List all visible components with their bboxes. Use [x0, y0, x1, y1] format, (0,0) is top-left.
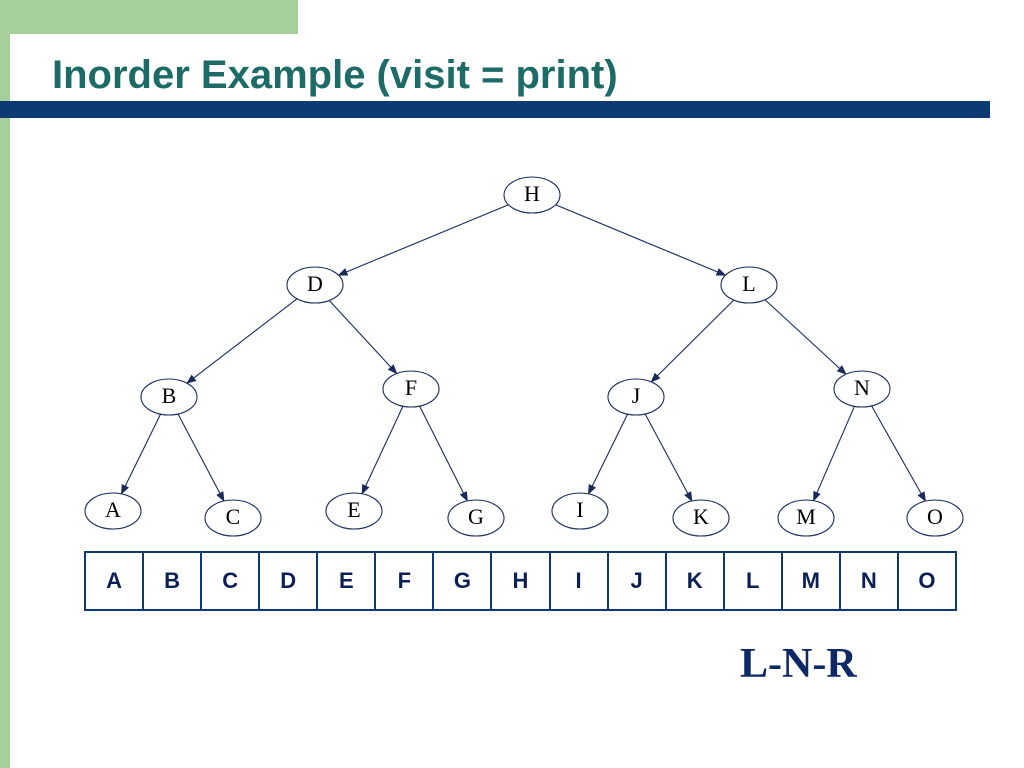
title-rule	[0, 101, 990, 118]
sequence-cell: H	[492, 553, 551, 609]
edge-H-D	[337, 204, 509, 276]
side-accent-bar	[0, 0, 10, 768]
tree-node-D: D	[286, 266, 344, 304]
sequence-cell: M	[783, 553, 841, 609]
node-label: A	[105, 497, 121, 522]
sequence-cell: O	[918, 568, 936, 593]
node-label: E	[347, 497, 360, 522]
top-accent-tab	[0, 0, 298, 34]
node-ellipse	[777, 499, 835, 537]
node-ellipse	[672, 499, 730, 537]
sequence-cell: K	[667, 553, 725, 609]
sequence-cell: B	[144, 553, 203, 609]
node-ellipse	[551, 492, 609, 530]
node-ellipse	[833, 370, 891, 408]
node-label: G	[468, 504, 484, 529]
slide-title: Inorder Example (visit = print)	[52, 53, 618, 97]
node-label: M	[796, 504, 816, 529]
node-ellipse	[140, 378, 198, 416]
node-ellipse	[607, 378, 665, 416]
node-ellipse	[503, 176, 561, 214]
tree-node-F: F	[382, 370, 440, 408]
tree-node-C: C	[204, 499, 262, 537]
edge-B-A	[120, 413, 162, 495]
tree-node-E: E	[325, 492, 383, 530]
sequence-cell: J	[609, 553, 667, 609]
edge-J-K	[644, 413, 693, 502]
edge-L-N	[764, 299, 847, 375]
edge-N-M	[813, 406, 855, 502]
node-ellipse	[204, 499, 262, 537]
tree-node-A: A	[84, 492, 142, 530]
tree-node-L: L	[720, 266, 778, 304]
tree-node-N: N	[833, 370, 891, 408]
node-label: H	[524, 181, 540, 206]
tree-node-H: H	[503, 176, 561, 214]
tree-node-G: G	[447, 499, 505, 537]
node-label: J	[632, 383, 641, 408]
node-label: N	[854, 375, 870, 400]
traversal-order-label: L-N-R	[740, 641, 857, 687]
edge-J-I	[587, 413, 629, 495]
edge-N-O	[871, 405, 926, 502]
node-ellipse	[720, 266, 778, 304]
tree-nodes: H D L B F J N A C E G I K M O	[84, 176, 964, 537]
node-label: I	[576, 497, 583, 522]
edge-F-G	[419, 405, 468, 502]
edge-H-L	[555, 204, 727, 276]
sequence-cell: D	[260, 553, 319, 609]
sequence-cell: I	[551, 553, 609, 609]
tree-node-K: K	[672, 499, 730, 537]
sequence-cell: A	[86, 553, 145, 609]
node-label: O	[927, 504, 943, 529]
node-label: L	[742, 271, 755, 296]
tree-edges	[120, 204, 926, 502]
node-label: F	[405, 375, 417, 400]
edge-F-E	[361, 406, 404, 495]
sequence-cell: F	[376, 553, 435, 609]
sequence-cell: N	[841, 553, 899, 609]
sequence-cell: C	[202, 553, 261, 609]
node-ellipse	[447, 499, 505, 537]
node-ellipse	[325, 492, 383, 530]
tree-node-O: O	[906, 499, 964, 537]
sequence-cell: G	[434, 553, 493, 609]
node-label: K	[693, 504, 709, 529]
node-ellipse	[84, 492, 142, 530]
node-label: B	[162, 383, 177, 408]
edge-B-C	[177, 413, 225, 502]
sequence-cell: E	[318, 553, 377, 609]
tree-node-I: I	[551, 492, 609, 530]
tree-node-B: B	[140, 378, 198, 416]
tree-node-J: J	[607, 378, 665, 416]
edge-L-J	[650, 299, 735, 383]
node-label: C	[226, 504, 241, 529]
node-ellipse	[286, 266, 344, 304]
node-label: D	[307, 271, 323, 296]
node-ellipse	[906, 499, 964, 537]
edge-D-F	[328, 300, 398, 375]
node-ellipse	[382, 370, 440, 408]
sequence-cell: L	[725, 553, 783, 609]
edge-D-B	[186, 298, 298, 384]
tree-node-M: M	[777, 499, 835, 537]
